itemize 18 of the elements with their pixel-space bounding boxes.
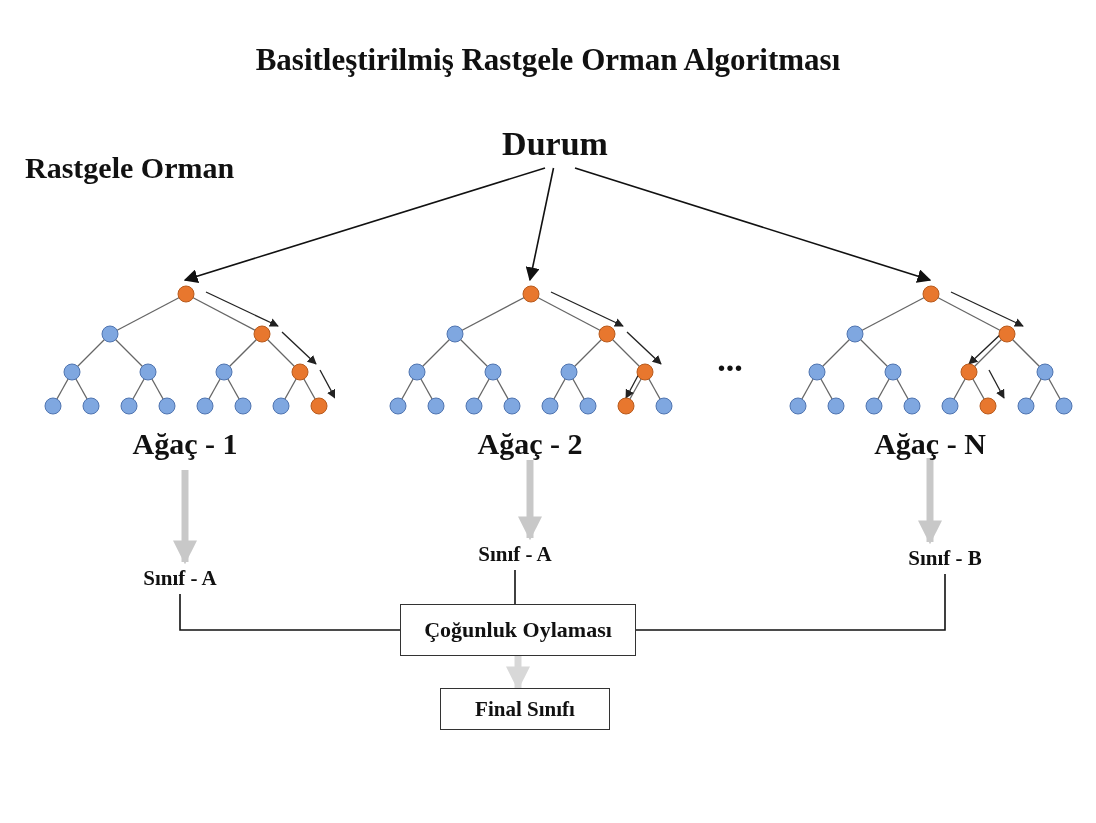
ellipsis-label: ... bbox=[716, 340, 744, 380]
arrow bbox=[525, 167, 555, 282]
tree-label: Ağaç - 1 bbox=[132, 426, 238, 462]
tree-label: Ağaç - N bbox=[874, 426, 986, 462]
process-box: Çoğunluk Oylaması bbox=[400, 604, 636, 656]
node-label: Sınıf - A bbox=[440, 538, 590, 570]
connector-line bbox=[514, 569, 516, 605]
arrow bbox=[574, 167, 932, 283]
process-box: Final Sınıfı bbox=[440, 688, 610, 730]
heading-label: Rastgele Orman bbox=[25, 150, 236, 186]
node-label: Durum bbox=[480, 120, 630, 168]
arrow bbox=[183, 167, 546, 283]
title: Basitleştirilmiş Rastgele Orman Algoritması bbox=[254, 41, 842, 79]
connector-line bbox=[635, 573, 946, 631]
connector-line bbox=[179, 593, 401, 631]
node-label: Sınıf - B bbox=[875, 542, 1015, 574]
tree-label: Ağaç - 2 bbox=[477, 426, 583, 462]
node-label: Sınıf - A bbox=[100, 562, 260, 594]
